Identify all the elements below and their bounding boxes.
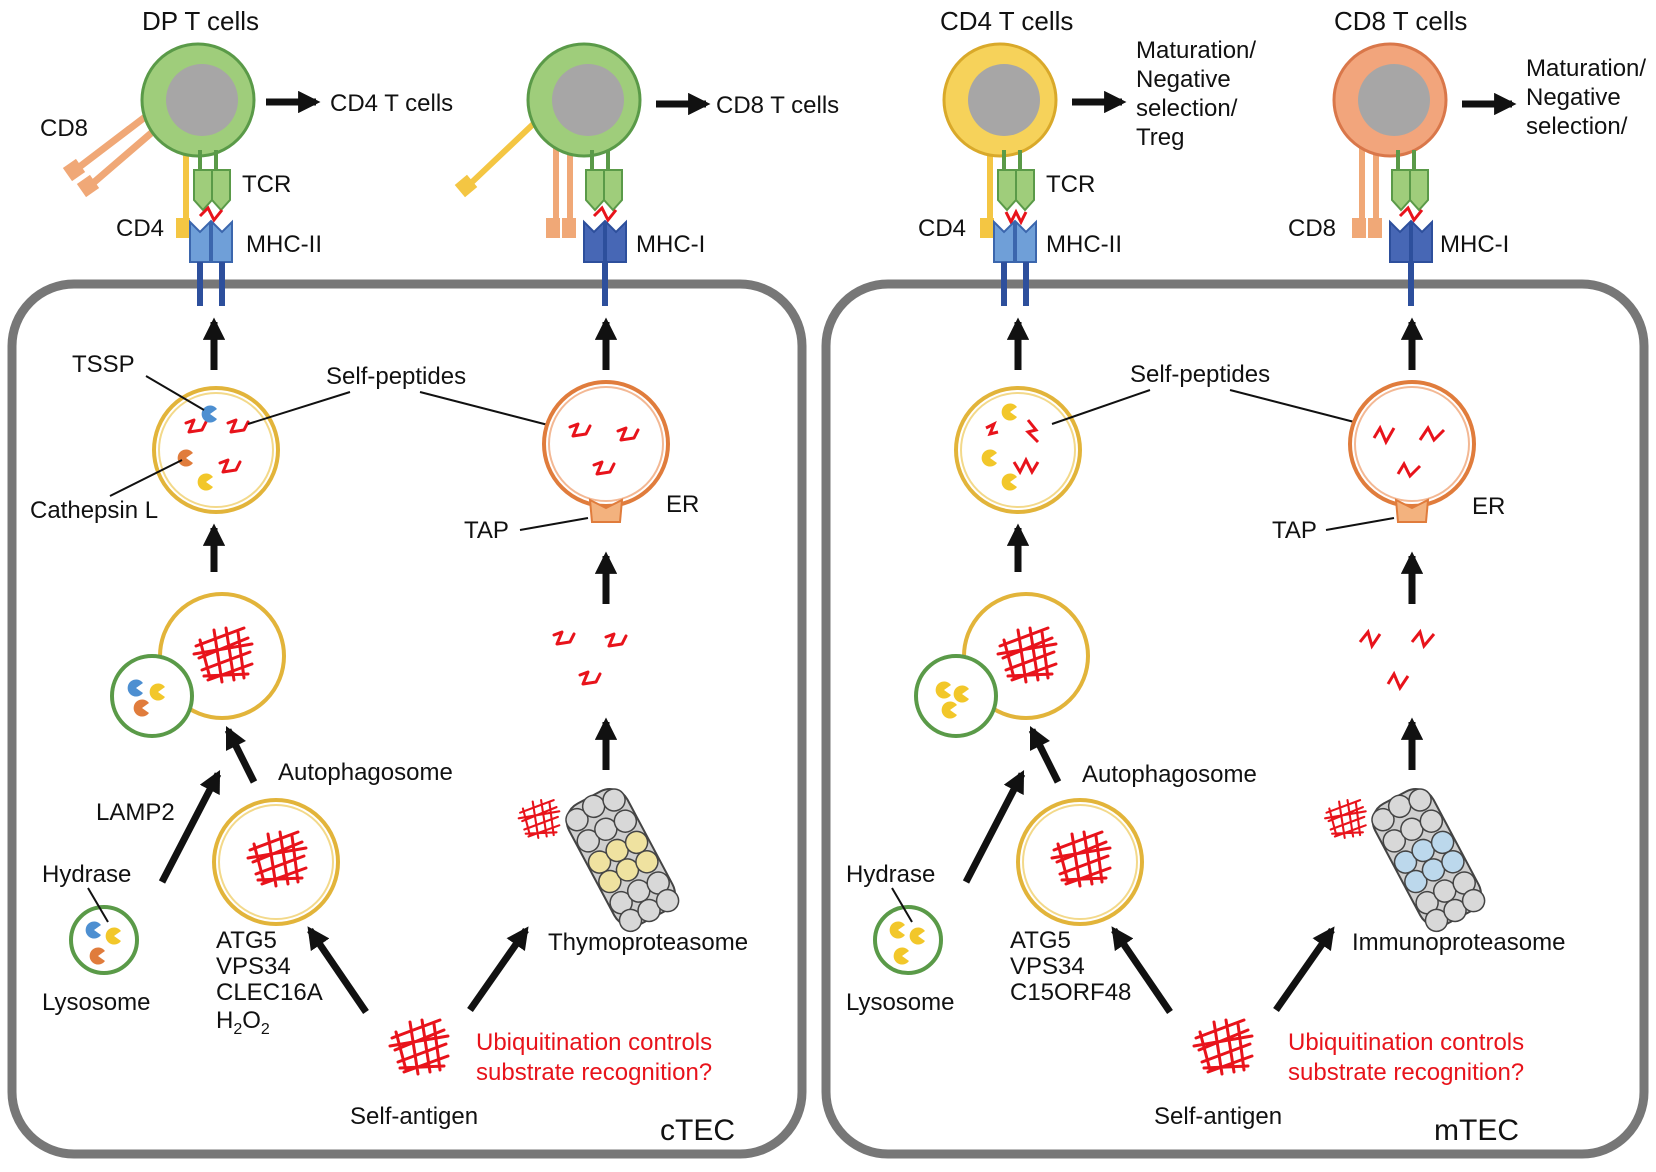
lysosome-label-mtec: Lysosome [846,989,955,1016]
arrow-antigen-autophagosome-mtec [1111,926,1173,1014]
lysosome [69,905,139,975]
factor-clec16a: CLEC16A [216,979,323,1006]
immunoproteasome-label: Immunoproteasome [1352,929,1565,956]
tap-label-mtec: TAP [1272,517,1317,544]
autolysosome-fusion-mtec [914,592,1090,738]
cd8-t-cells-output: CD8 T cells [716,92,839,119]
substrate-antigen-ctec [517,799,561,839]
thymoproteasome [565,788,680,933]
cd4-fate-2: Negative [1136,66,1231,93]
tcr-label-ctec: TCR [242,171,291,198]
mtec-cell-outline [821,279,1649,1159]
ctec-cell-outline [7,279,807,1159]
cd8-fate-2: Negative [1526,84,1621,111]
thymoproteasome-label: Thymoproteasome [548,929,748,956]
arrow-autophagosome-fusion [224,725,258,784]
arrow-antigen-proteasome [467,926,529,1013]
lysosomal-vesicle [152,386,280,514]
immunoproteasome [1371,788,1486,933]
ubiquitination-ctec-2: substrate recognition? [476,1059,712,1086]
cd4-fate-1: Maturation/ [1136,37,1256,64]
free-peptide [578,670,602,686]
cd8-t-cell-mtec [1332,42,1448,306]
cd4-label-mtec: CD4 [918,215,966,242]
autophagosome-label-mtec: Autophagosome [1082,761,1257,788]
ubiquitination-mtec-1: Ubiquitination controls [1288,1029,1524,1056]
ctec-label: cTEC [660,1114,735,1147]
free-peptide [1358,628,1382,650]
t-cell-mhc1-ctec [454,42,642,306]
mhc-ii [189,219,233,306]
tap [588,498,624,523]
lysosome-label-ctec: Lysosome [42,989,151,1016]
self-antigen-mtec [1192,1018,1254,1076]
factor-c15orf48: C15ORF48 [1010,979,1131,1006]
substrate-antigen-mtec [1324,799,1367,839]
nucleus [166,64,238,136]
free-peptide [1410,628,1436,650]
factor-atg5-mtec: ATG5 [1010,927,1071,954]
factor-vps34-mtec: VPS34 [1010,953,1085,980]
lysosome-mtec [873,905,943,975]
mhc1-label-ctec: MHC-I [636,231,705,258]
cathepsin-label: Cathepsin L [30,497,158,524]
ubiquitination-mtec-2: substrate recognition? [1288,1059,1524,1086]
er-mtec [1348,380,1476,523]
arrow-autophagosome-fusion-mtec [1028,725,1062,784]
free-peptide [604,632,628,648]
tcr [193,150,231,212]
autophagosome-label-ctec: Autophagosome [278,759,453,786]
cd8-fate-3: selection/ [1526,113,1628,140]
lysosomal-vesicle-mtec [954,386,1082,514]
cd4-fate-3: selection/ [1136,95,1238,122]
dp-t-cells-label: DP T cells [142,6,259,36]
self-antigen-label-mtec: Self-antigen [1154,1103,1282,1130]
mtec-label: mTEC [1434,1114,1519,1147]
cd4-t-cells-output: CD4 T cells [330,90,453,117]
arrow-antigen-proteasome-mtec [1273,926,1335,1013]
cd8-label-ctec: CD8 [40,115,88,142]
tap-label-ctec: TAP [464,517,509,544]
cd8-fate-1: Maturation/ [1526,55,1646,82]
mhc1-label-mtec: MHC-I [1440,231,1509,258]
tssp-label: TSSP [72,351,135,378]
hydrase-label-mtec: Hydrase [846,861,935,888]
cd4-label-ctec: CD4 [116,215,164,242]
dp-t-cell-mhc2 [62,42,256,306]
tap-mtec [1394,498,1430,523]
ubiquitination-ctec-1: Ubiquitination controls [476,1029,712,1056]
cd4-t-cells-label-mtec: CD4 T cells [940,6,1073,36]
factor-vps34-ctec: VPS34 [216,953,291,980]
self-antigen-ctec [388,1018,450,1076]
tcr-label-mtec: TCR [1046,171,1095,198]
hydrase-label-ctec: Hydrase [42,861,131,888]
arrow-lysosome-fusion-mtec [962,770,1026,884]
arrow-lysosome-fusion [158,770,222,884]
self-antigen-label-ctec: Self-antigen [350,1103,478,1130]
cd4-fate-4: Treg [1136,124,1184,151]
free-peptide [552,630,576,646]
autolysosome-fusion [110,592,286,738]
mhc2-label-ctec: MHC-II [246,231,322,258]
self-peptides-label-ctec: Self-peptides [326,363,466,390]
lamp2-label: LAMP2 [96,799,175,826]
er [542,380,670,523]
free-peptide [1386,670,1410,692]
autophagosome-mtec [1016,798,1144,926]
autophagosome [212,798,340,926]
er-label-mtec: ER [1472,493,1505,520]
cd4-t-cell-mtec [942,42,1058,306]
cd8-t-cells-label-mtec: CD8 T cells [1334,6,1467,36]
factor-atg5-ctec: ATG5 [216,927,277,954]
arrow-antigen-autophagosome [307,926,369,1014]
factor-h2o2: H2O2 [216,1007,270,1038]
self-peptides-label-mtec: Self-peptides [1130,361,1270,388]
er-label-ctec: ER [666,491,699,518]
mhc2-label-mtec: MHC-II [1046,231,1122,258]
cd8-label-mtec: CD8 [1288,215,1336,242]
